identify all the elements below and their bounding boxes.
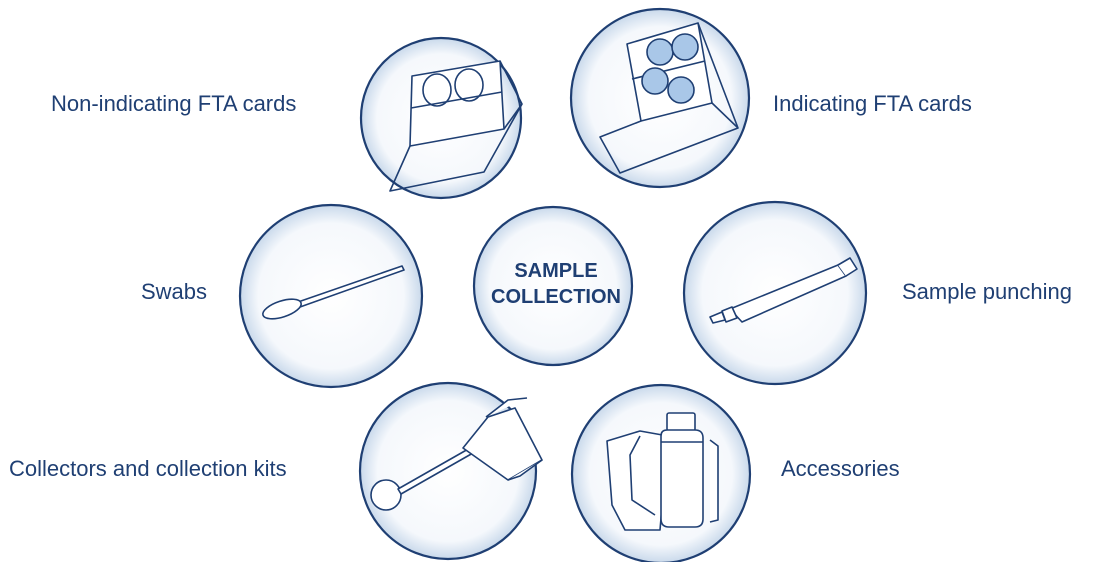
label-indicating-fta: Indicating FTA cards (773, 91, 972, 116)
center-title: SAMPLE COLLECTION (476, 258, 636, 310)
center-title-line1: SAMPLE (514, 260, 598, 282)
label-sample-punching: Sample punching (902, 279, 1073, 304)
label-collectors: Collectors and collection kits (9, 456, 287, 481)
swab-icon (262, 265, 405, 320)
sample-punch-icon (709, 257, 858, 324)
label-swabs: Swabs (141, 279, 208, 304)
label-accessories: Accessories (781, 456, 900, 481)
indicating-fta-card-icon (599, 22, 739, 174)
center-title-line2: COLLECTION (491, 286, 621, 308)
non-indicating-fta-card-icon (389, 60, 523, 192)
collector-kit-icon (370, 397, 543, 511)
center-circle (472, 205, 634, 367)
label-non-indicating-fta: Non-indicating FTA cards (51, 91, 297, 116)
accessories-icon (606, 412, 719, 531)
